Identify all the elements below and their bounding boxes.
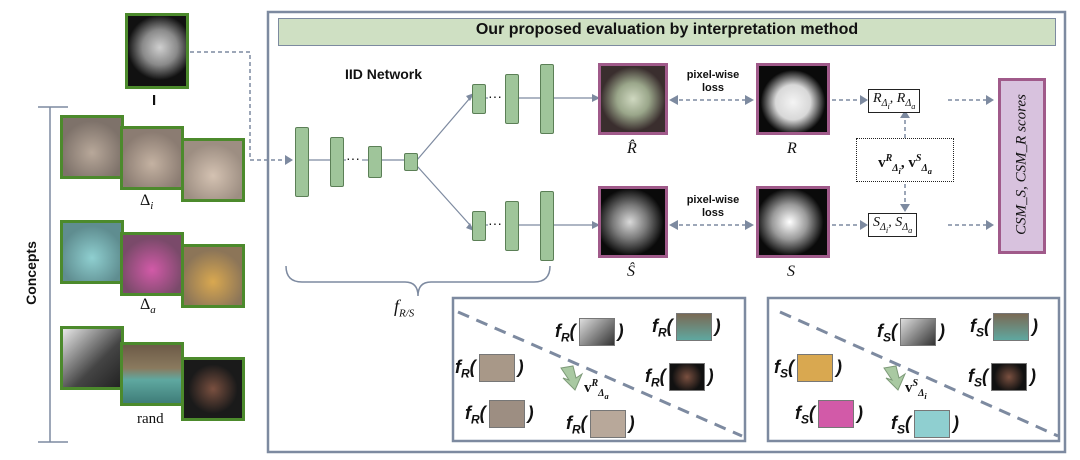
bottleneck-layer bbox=[404, 153, 418, 171]
delta-i-sub: i bbox=[150, 200, 154, 213]
fs-item-5: fS() bbox=[795, 400, 863, 428]
v-r-text: v bbox=[878, 155, 886, 171]
pixel-loss-text-bottom: pixel-wise loss bbox=[686, 194, 740, 219]
fs-item-3: fS() bbox=[774, 354, 842, 382]
concept-image-delta-i-1 bbox=[60, 115, 124, 179]
decoder-r-layer-1 bbox=[472, 84, 486, 114]
v-s-text: v bbox=[908, 155, 916, 171]
fr-item-4: fR() bbox=[645, 363, 714, 391]
concept-image-delta-i-2 bbox=[120, 126, 184, 190]
concept-image-delta-a-1 bbox=[60, 220, 124, 284]
concept-image-rand-3 bbox=[181, 357, 245, 421]
fr-item-3: fR() bbox=[455, 354, 524, 382]
f-rs-text: f bbox=[394, 296, 400, 316]
method-title-bar bbox=[278, 18, 1056, 46]
input-image bbox=[125, 13, 189, 89]
decoder-s-layer-3 bbox=[540, 191, 554, 261]
encoder-layer-1 bbox=[295, 127, 309, 197]
ground-truth-shading-image bbox=[756, 186, 830, 258]
v-s-delta-i-label: vSΔi bbox=[905, 378, 927, 401]
f-rs-label: fR/S bbox=[394, 296, 414, 320]
decoder-s-layer-2 bbox=[505, 201, 519, 251]
concept-image-delta-a-3 bbox=[181, 244, 245, 308]
concept-image-rand-1 bbox=[60, 326, 124, 390]
concept-vectors-box: vRΔi, vSΔa bbox=[856, 138, 954, 182]
ellipsis-decoder-s: ··· bbox=[488, 215, 502, 231]
concept-image-rand-2 bbox=[120, 342, 184, 406]
delta-a-sub: a bbox=[150, 304, 156, 317]
fr-item-5: fR() bbox=[465, 400, 534, 428]
f-rs-sub: R/S bbox=[399, 307, 415, 320]
r-label: R bbox=[787, 140, 797, 157]
concept-image-delta-a-2 bbox=[120, 232, 184, 296]
rand-label: rand bbox=[137, 411, 164, 427]
delta-a-symbol: Δ bbox=[140, 296, 151, 313]
predicted-shading-image bbox=[598, 186, 668, 258]
csm-scores-box bbox=[998, 78, 1046, 254]
network-label: IID Network bbox=[345, 66, 423, 82]
concepts-label: Concepts bbox=[23, 241, 39, 305]
decoder-r-layer-3 bbox=[540, 64, 554, 134]
input-label: I bbox=[152, 92, 157, 109]
s-delta-text: S bbox=[873, 215, 880, 230]
concept-image-delta-i-3 bbox=[181, 138, 245, 202]
reflectance-concepts-box: RΔi, RΔa bbox=[868, 89, 921, 113]
fs-item-6: fS() bbox=[891, 410, 959, 438]
ellipsis-decoder-r: ··· bbox=[488, 88, 502, 104]
r-hat-label: R̂ bbox=[627, 140, 637, 157]
encoder-layer-3 bbox=[368, 146, 382, 178]
v-r-delta-a-label: vRΔa bbox=[584, 378, 609, 401]
s-label: S bbox=[787, 263, 795, 280]
csm-scores-label: CSM_S, CSM_R scores bbox=[1013, 94, 1030, 235]
pixel-loss-label-bottom: pixel-wise loss bbox=[678, 194, 748, 220]
ellipsis-encoder: ··· bbox=[346, 150, 360, 166]
fs-item-2: fS() bbox=[970, 313, 1038, 341]
delta-i-symbol: Δ bbox=[140, 192, 151, 209]
method-title: Our proposed evaluation by interpretatio… bbox=[475, 21, 859, 38]
encoder-layer-2 bbox=[330, 137, 344, 187]
ground-truth-reflectance-image bbox=[756, 63, 830, 135]
decoder-s-layer-1 bbox=[472, 211, 486, 241]
fs-item-4: fS() bbox=[968, 363, 1036, 391]
decoder-r-layer-2 bbox=[505, 74, 519, 124]
r-delta-text-2: R bbox=[896, 91, 906, 106]
fr-item-2: fR() bbox=[652, 313, 721, 341]
pixel-loss-label-top: pixel-wise loss bbox=[678, 69, 748, 95]
s-hat-label: Ŝ bbox=[627, 263, 635, 280]
fr-item-6: fR() bbox=[566, 410, 635, 438]
delta-i-label: Δi bbox=[140, 192, 153, 212]
predicted-reflectance-image bbox=[598, 63, 668, 135]
s-delta-text-2: S bbox=[895, 215, 903, 230]
r-delta-text: R bbox=[873, 91, 882, 106]
fr-item-1: fR() bbox=[555, 318, 624, 346]
pixel-loss-text-top: pixel-wise loss bbox=[686, 69, 740, 94]
fs-item-1: fS() bbox=[877, 318, 945, 346]
shading-concepts-box: SΔi, SΔa bbox=[868, 213, 918, 237]
delta-a-label: Δa bbox=[140, 296, 156, 316]
